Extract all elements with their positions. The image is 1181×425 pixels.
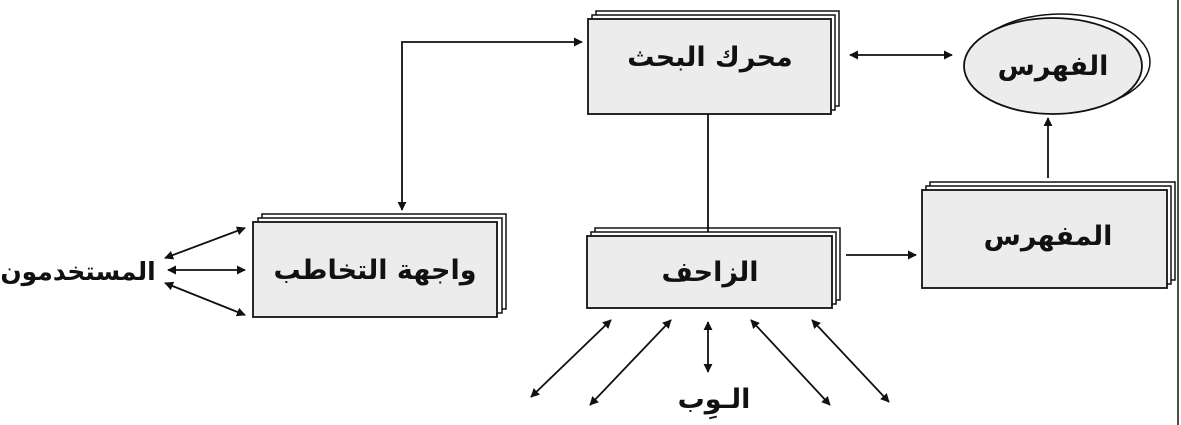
crawler-web-arrow-5 xyxy=(811,319,890,403)
crawler-label: الزاحف xyxy=(661,257,758,288)
users-interface-arrow-top xyxy=(164,226,246,260)
crawler-web-arrow-1 xyxy=(530,319,612,398)
crawler-web-arrow-4 xyxy=(750,319,831,406)
interface-search-engine-arrow xyxy=(397,37,583,211)
indexer-box: المفهرس xyxy=(921,181,1176,289)
interface-label: واجهة التخاطب xyxy=(273,255,476,286)
index-ellipse: الفهرس xyxy=(963,13,1151,115)
search-engine-label: محرك البحث xyxy=(627,42,793,73)
crawler-web-arrow-2 xyxy=(589,319,672,406)
interface-box: واجهة التخاطب xyxy=(252,213,507,318)
search-engine-box: محرك البحث xyxy=(587,10,840,115)
indexer-label: المفهرس xyxy=(984,221,1113,252)
index-label: الفهرس xyxy=(998,51,1109,82)
crawler-box: الزاحف xyxy=(586,227,841,309)
web-label: الـوِب xyxy=(678,384,751,419)
users-label: المستخدمون xyxy=(0,257,155,287)
users-interface-arrow-bottom xyxy=(164,281,246,317)
